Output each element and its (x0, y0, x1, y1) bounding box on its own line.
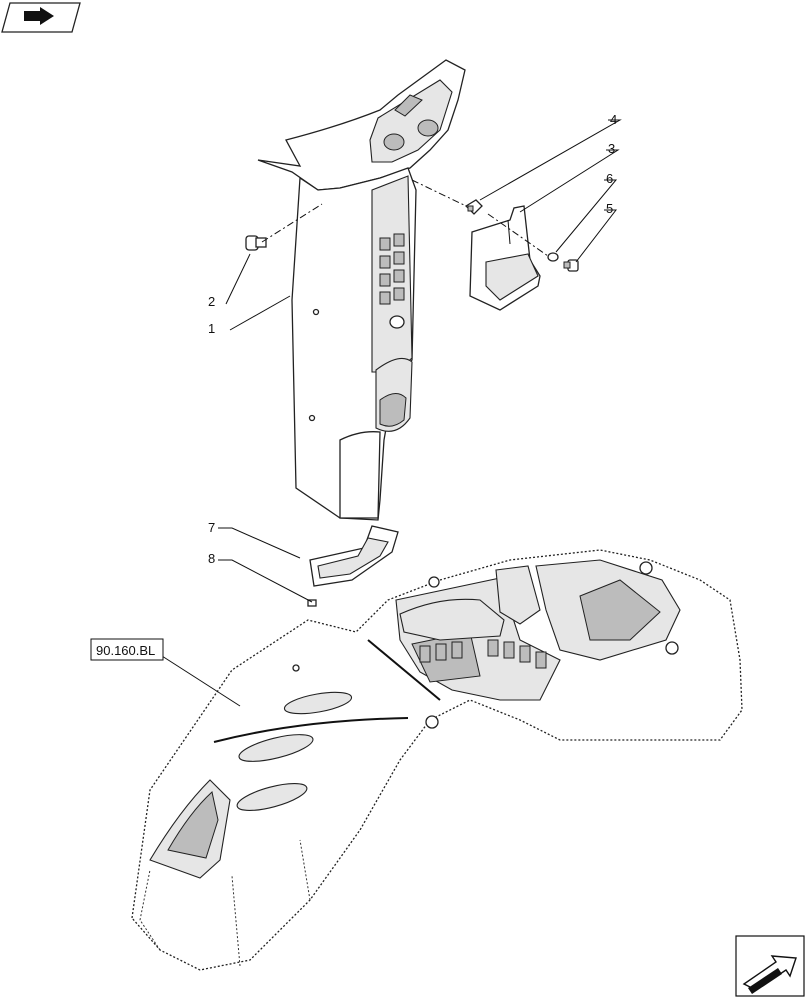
callout-5: 5 (606, 201, 613, 216)
callout-4: 4 (610, 112, 617, 127)
next-page-arrow-icon[interactable] (735, 935, 805, 997)
clip-part (464, 199, 483, 215)
washer-part (547, 252, 559, 262)
screw-5-part (563, 259, 579, 272)
callout-3: 3 (608, 141, 615, 156)
screw-part (245, 235, 267, 251)
storage-pocket-part (469, 205, 541, 311)
callout-6: 6 (606, 171, 613, 186)
fender-assembly (131, 549, 743, 971)
pillar-trim-part (257, 59, 466, 521)
reference-box[interactable]: 90.160.BL (90, 638, 164, 661)
previous-page-arrow-icon[interactable] (1, 2, 81, 33)
reference-label: 90.160.BL (96, 643, 155, 658)
callout-2: 2 (208, 294, 215, 309)
callout-1: 1 (208, 321, 215, 336)
small-clip-part (307, 599, 317, 607)
seal-strip-part (309, 525, 399, 587)
callout-8: 8 (208, 551, 215, 566)
callout-7: 7 (208, 520, 215, 535)
